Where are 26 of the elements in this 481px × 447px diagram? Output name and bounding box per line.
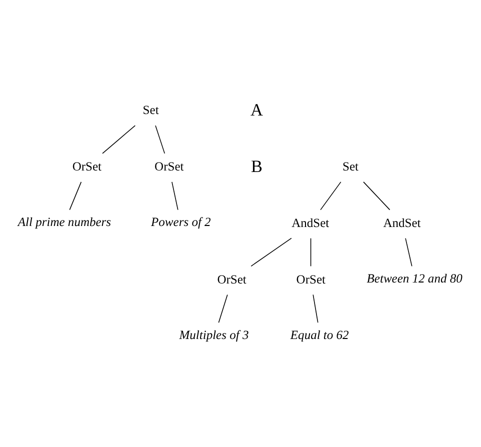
label: A <box>250 100 263 120</box>
connector <box>155 124 166 154</box>
node-text: OrSet <box>154 159 184 174</box>
node-text: Multiples of 3 <box>179 327 249 342</box>
node-text: All prime numbers <box>18 214 112 229</box>
connector <box>102 124 136 154</box>
connector <box>69 181 82 210</box>
node-text: Powers of 2 <box>151 214 211 229</box>
node-text: AndSet <box>292 215 330 230</box>
connector <box>172 181 178 210</box>
node-text: OrSet <box>296 272 326 286</box>
node-text: Set <box>142 102 159 117</box>
connector <box>405 237 412 266</box>
connector <box>250 237 292 266</box>
connector <box>218 294 228 322</box>
label: B <box>251 156 262 176</box>
node-text: Equal to 62 <box>290 327 349 342</box>
connector <box>310 237 312 266</box>
node-text: Set <box>342 159 359 174</box>
connector <box>312 294 318 322</box>
node-text: AndSet <box>383 215 421 230</box>
node-text: OrSet <box>72 159 102 174</box>
connector <box>320 181 342 210</box>
connector <box>363 181 390 210</box>
node-text: OrSet <box>217 272 246 286</box>
node-text: Between 12 and 80 <box>366 271 462 286</box>
